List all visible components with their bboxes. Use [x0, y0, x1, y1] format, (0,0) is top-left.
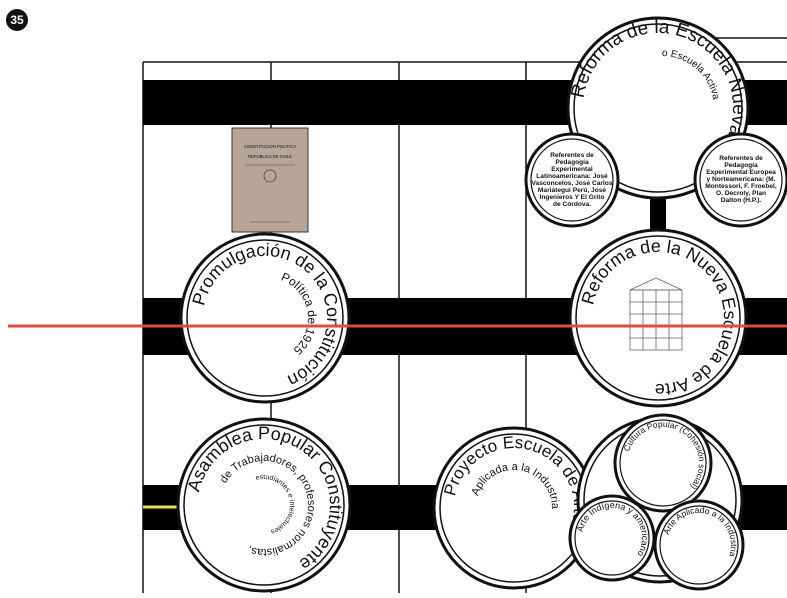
- document-cover-line-1: CONSTITUCION POLITICA: [244, 144, 296, 149]
- node-cultura-popular: Cultura Popular (Cohesión social): [615, 415, 711, 511]
- node-referentes-latinoamericana: Referentes de Pedagogía Experimental Lat…: [526, 134, 618, 226]
- constitution-document: CONSTITUCION POLITICA REPUBLICA DE CHILE: [232, 128, 308, 232]
- node-asamblea-popular: Asamblea Popular Constituyente de Trabaj…: [178, 419, 350, 591]
- node-referentes-europea: Referentes de Pedagogía Experimental Eur…: [695, 134, 787, 226]
- referentes-europea-line-2: Pedagogía: [724, 162, 758, 169]
- referentes-europea-line-3: Experimental Europea: [706, 169, 776, 176]
- node-reforma-nueva-escuela-arte: Reforma de la Nueva Escuela de Arte: [570, 230, 746, 406]
- referentes-europea-line-1: Referentes de: [719, 155, 763, 162]
- referentes-latam-line-1: Referentes de: [550, 152, 594, 159]
- referentes-europea-line-5: Montessori, F. Froebel,: [705, 183, 777, 190]
- referentes-latam-line-3: Experimental: [551, 166, 593, 173]
- referentes-europea-line-7: Dalton (H.P.).: [721, 197, 762, 204]
- referentes-europea-line-4: y Norteamericana: (M.: [707, 176, 776, 183]
- referentes-latam-line-6: Mariátegui Perú, José: [538, 187, 606, 194]
- referentes-europea-line-6: O. Decroly, Plan: [716, 190, 766, 197]
- referentes-latam-line-8: de Córdova.: [553, 201, 591, 208]
- node-promulgacion-constitucion: Promulgación de la Constitución Política…: [181, 234, 349, 402]
- node-arte-indigena: Arte Indígena y americano: [570, 496, 654, 580]
- referentes-latam-line-5: Vasconcelos, José Carlos: [532, 180, 613, 187]
- referentes-latam-line-7: Ingenieros Y El Grito: [540, 194, 605, 201]
- node-arte-aplicado: Arte Aplicado a la Industria: [655, 501, 743, 589]
- referentes-latam-line-2: Pedagogía: [555, 159, 589, 166]
- referentes-latam-line-4: Latinoamericana: José: [536, 173, 608, 180]
- node-proyecto-escuela-arte: Proyecto Escuela de Arte Aplicada a la I…: [434, 428, 594, 588]
- figure-number-badge: 35: [6, 9, 28, 31]
- document-cover-line-2: REPUBLICA DE CHILE: [248, 154, 292, 159]
